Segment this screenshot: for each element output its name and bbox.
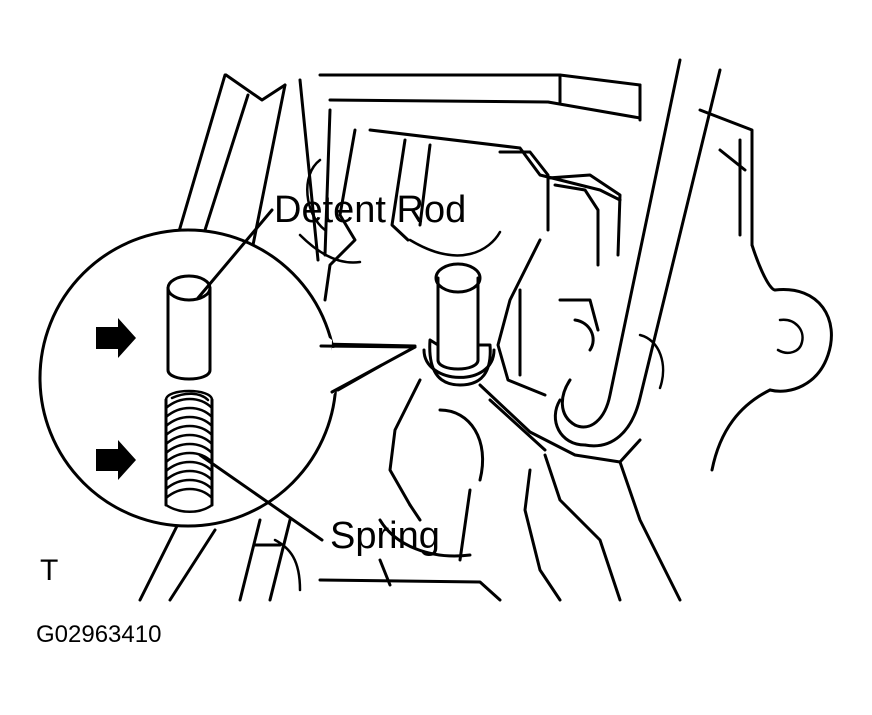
detent-rod-installed — [422, 262, 496, 387]
arrow-right-icon — [96, 318, 136, 358]
zoom-callout — [38, 228, 417, 528]
detent-rod-label: Detent Rod — [274, 189, 466, 231]
detent-rod-leader — [196, 208, 274, 300]
spring-leader — [198, 453, 324, 542]
figure-id: G02963410 — [36, 621, 161, 648]
shift-mechanism-drawing — [138, 58, 833, 602]
spring-label: Spring — [330, 515, 440, 557]
arrow-right-icon — [96, 440, 136, 480]
corner-mark: T — [40, 554, 58, 587]
